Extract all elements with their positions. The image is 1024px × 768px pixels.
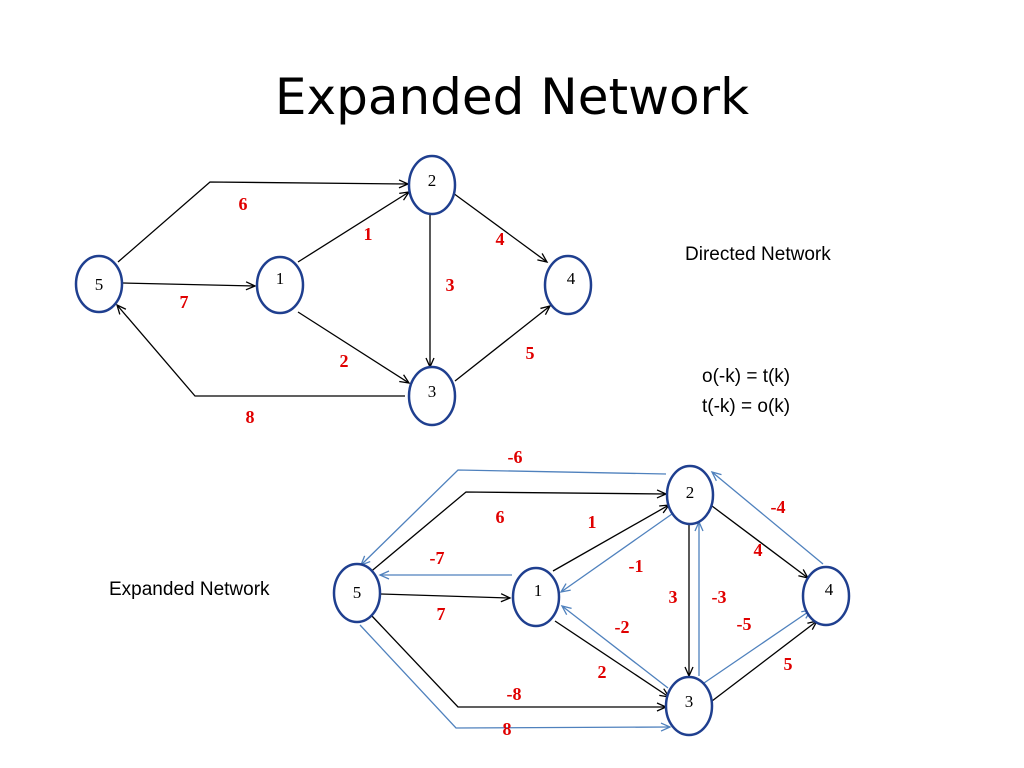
- expanded-node-4: 4: [801, 565, 851, 627]
- expanded-weight-neg8: -8: [507, 684, 522, 704]
- expanded-weight-7: 7: [437, 604, 446, 624]
- directed-node-1: 1: [255, 255, 305, 315]
- expanded-weight-neg3: -3: [712, 587, 727, 607]
- svg-text:5: 5: [353, 583, 362, 602]
- directed-edge-5-1: [122, 281, 257, 291]
- expanded-weight-8: 8: [503, 719, 512, 739]
- expanded-weight-neg2: -2: [615, 617, 630, 637]
- directed-weight-8: 8: [246, 407, 255, 427]
- directed-weight-6: 6: [239, 194, 248, 214]
- expanded-edge-1-3: [554, 620, 671, 698]
- directed-weight-4: 4: [496, 229, 505, 249]
- svg-text:2: 2: [428, 171, 437, 190]
- expanded-weight-neg4: -4: [771, 497, 786, 517]
- expanded-network-label: Expanded Network: [109, 579, 270, 600]
- expanded-edge-3-4: [703, 609, 813, 684]
- expanded-edge-1-2: [552, 504, 671, 572]
- expanded-weight-neg1: -1: [629, 556, 644, 576]
- expanded-network: -6 6 1 -4 4 -7 -1 7 3 -3 -5 -2 2 5 -8 8 …: [332, 447, 851, 739]
- expanded-weight-1: 1: [588, 512, 597, 532]
- svg-text:2: 2: [686, 483, 695, 502]
- svg-text:3: 3: [685, 692, 694, 711]
- expanded-weight-2: 2: [598, 662, 607, 682]
- expanded-edge-2-5: [359, 469, 667, 567]
- directed-weight-5: 5: [526, 343, 535, 363]
- expanded-edge-5-2: [367, 489, 668, 575]
- svg-text:1: 1: [534, 581, 543, 600]
- directed-network-label: Directed Network: [685, 244, 831, 265]
- expanded-edge-5-3: [370, 614, 668, 712]
- svg-text:4: 4: [567, 269, 576, 288]
- expanded-node-2: 2: [665, 464, 715, 526]
- expanded-edge-3-5: [359, 624, 672, 732]
- directed-edge-3-5: [115, 303, 405, 397]
- directed-network: 6 1 4 7 3 2 5 8 5 1 2 4: [74, 154, 593, 427]
- expanded-weight-neg6: -6: [508, 447, 523, 467]
- directed-weight-7: 7: [180, 292, 189, 312]
- expanded-node-3: 3: [664, 675, 714, 737]
- expanded-weight-3: 3: [669, 587, 678, 607]
- directed-weight-1: 1: [364, 224, 373, 244]
- directed-node-4: 4: [543, 254, 593, 316]
- expanded-weight-neg5: -5: [737, 614, 752, 634]
- expanded-node-5: 5: [332, 562, 382, 624]
- expanded-weight-neg7: -7: [430, 548, 445, 568]
- svg-text:5: 5: [95, 275, 104, 294]
- svg-text:3: 3: [428, 382, 437, 401]
- expanded-edge-4-2: [710, 470, 824, 565]
- expanded-edge-3-1: [560, 605, 669, 689]
- expanded-edge-4-3: [711, 620, 819, 702]
- directed-edge-3-4: [454, 305, 552, 382]
- expanded-weight-6: 6: [496, 507, 505, 527]
- directed-node-3: 3: [407, 365, 457, 427]
- expanded-edge-2-1: [559, 513, 673, 593]
- svg-text:4: 4: [825, 580, 834, 599]
- formula-origin: o(-k) = t(k): [702, 366, 791, 387]
- formula-terminal: t(-k) = o(k): [702, 396, 791, 417]
- directed-edge-5-2: [117, 179, 410, 263]
- directed-edge-2-4: [452, 192, 549, 263]
- directed-node-2: 2: [407, 154, 457, 216]
- directed-node-5: 5: [74, 254, 124, 314]
- directed-edge-1-3: [297, 311, 411, 384]
- slide-title: Expanded Network: [274, 68, 750, 126]
- expanded-weight-4: 4: [754, 540, 763, 560]
- directed-weight-2: 2: [340, 351, 349, 371]
- directed-edge-1-2: [297, 191, 411, 263]
- expanded-edge-5-1: [379, 593, 512, 603]
- directed-weight-3: 3: [446, 275, 455, 295]
- expanded-node-1: 1: [511, 566, 561, 628]
- expanded-edge-2-4: [711, 505, 810, 579]
- svg-text:1: 1: [276, 269, 285, 288]
- expanded-weight-5: 5: [784, 654, 793, 674]
